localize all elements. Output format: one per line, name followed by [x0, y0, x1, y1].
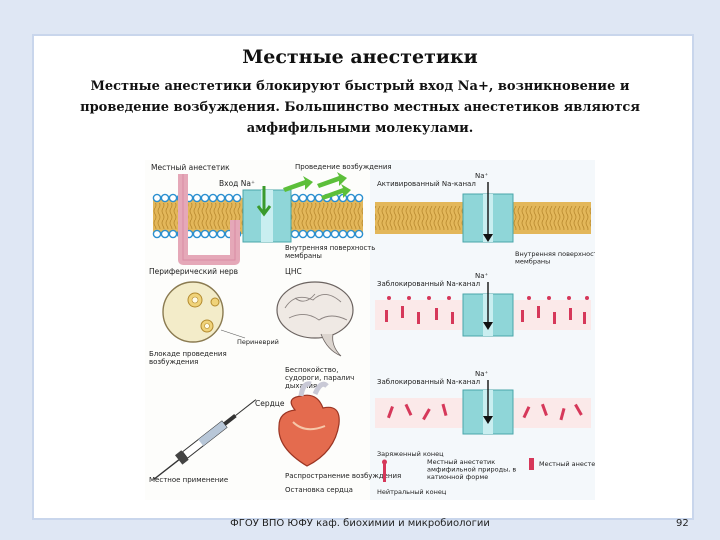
legend-molecule	[383, 462, 386, 482]
right-membrane-1	[375, 182, 591, 243]
anesthetic-figure: Местный анестетик Вход Na⁺ Проведение во…	[145, 160, 595, 500]
label-na-3: Na⁺	[475, 370, 489, 378]
label-activated: Активированный Na-канал	[377, 180, 476, 188]
label-blocked-2: Заблокированный Na-канал	[377, 378, 480, 386]
slide-footer: ФГОУ ВПО ЮФУ каф. биохимии и микробиолог…	[230, 518, 490, 529]
right-membrane-3	[375, 380, 591, 435]
label-heart: Сердце	[255, 399, 285, 408]
slide-subtitle: Местные анестетики блокируют быстрый вхо…	[80, 79, 640, 136]
page-number: 92	[676, 518, 689, 529]
brain-illustration	[276, 281, 354, 357]
label-na-1: Na⁺	[475, 172, 489, 180]
slide-title: Местные анестетики	[242, 46, 478, 68]
label-cns: ЦНС	[285, 267, 302, 276]
label-na-entry: Вход Na⁺	[219, 179, 255, 188]
heart-illustration	[278, 381, 340, 467]
na-entry-arrow	[256, 186, 272, 217]
right-membrane-2	[375, 282, 591, 337]
label-local-use: Местное применение	[149, 476, 228, 484]
legend: Заряженный конец Нейтральный конец Местн…	[377, 450, 595, 496]
label-neutral-end: Нейтральный конец	[377, 488, 447, 496]
conduction-arrows	[283, 172, 351, 200]
label-na-2: Na⁺	[475, 272, 489, 280]
label-legend-anesthetic: Местный анестетик	[539, 460, 595, 468]
label-spread: Распространение возбуждения	[285, 472, 401, 480]
label-local-anesthetic: Местный анестетик	[151, 163, 230, 172]
legend-anesthetic-swatch	[529, 458, 534, 470]
label-conduction: Проведение возбуждения	[295, 163, 392, 171]
label-blocked-1: Заблокированный Na-канал	[377, 280, 480, 288]
label-charged-end: Заряженный конец	[377, 450, 444, 458]
label-peripheral-nerve: Периферический нерв	[149, 267, 238, 276]
label-arrest: Остановка сердца	[285, 486, 353, 494]
syringe-illustration	[153, 399, 257, 481]
peripheral-nerve-illustration	[162, 281, 246, 343]
label-perineurium: Периневрий	[237, 338, 279, 346]
